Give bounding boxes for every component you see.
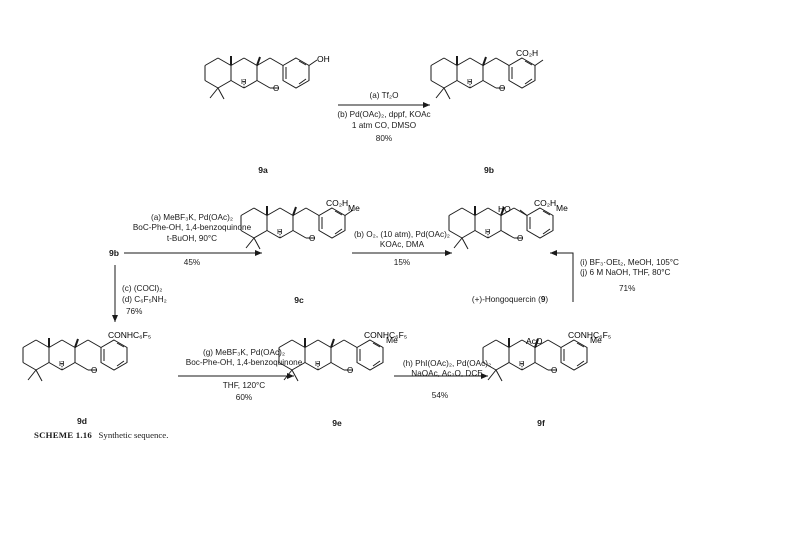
svg-text:O: O <box>551 366 557 375</box>
structure-9d: CONHC₆F₅ O H <box>22 330 151 382</box>
condition-b-line3: t-BuOH, 90°C <box>166 234 218 243</box>
condition-g-line1: (i) BF₃·OEt₂, MeOH, 105°C <box>580 258 679 267</box>
condition-f-line2: NaOAc, Ac₂O, DCE <box>411 369 483 378</box>
substituent-me: Me <box>590 335 602 345</box>
compound-label-9c: 9c <box>294 295 304 305</box>
arrow-9f-to-9 <box>550 250 574 302</box>
condition-c-line1: (b) O₂, (10 atm), Pd(OAc)₂ <box>354 230 450 239</box>
compound-label-9: (+)-Hongoquercin (9) <box>471 295 549 304</box>
structure-9a: OH O H <box>204 54 330 100</box>
substituent-co2h: CO₂H <box>326 198 348 208</box>
svg-text:O: O <box>499 84 505 93</box>
substituent-conhc6f5: CONHC₆F₅ <box>568 330 611 340</box>
structure-9b: CO₂H O H <box>430 48 544 100</box>
scheme-caption: SCHEME 1.16 Synthetic sequence. <box>34 430 168 440</box>
compound-label-9e: 9e <box>332 418 342 428</box>
condition-e-line2: Boc-Phe-OH, 1,4-benzoquinone <box>185 358 303 367</box>
caption-label: SCHEME 1.16 <box>34 430 92 440</box>
condition-e-line3: THF, 120°C <box>222 381 266 390</box>
compound-label-9d: 9d <box>76 416 88 426</box>
compound-label-9f: 9f <box>537 418 545 428</box>
structure-9f: CONHC₆F₅ Me AcO O H <box>482 330 611 382</box>
substituent-co2h: CO₂H <box>534 198 556 208</box>
compound-label-9b: 9b <box>483 165 495 175</box>
condition-d-line1: (c) (COCl)₂ <box>122 284 163 293</box>
condition-c-yield: 15% <box>393 258 411 267</box>
substituent-oh: OH <box>317 54 330 64</box>
substituent-me: Me <box>348 203 360 213</box>
condition-b-line2: BoC-Phe-OH, 1,4-benzoquinone <box>132 223 252 232</box>
svg-text:H: H <box>519 359 524 368</box>
svg-text:O: O <box>309 234 315 243</box>
substituent-conhc6f5: CONHC₆F₅ <box>108 330 151 340</box>
condition-g-line2: (j) 6 M NaOH, THF, 80°C <box>580 268 671 277</box>
substituent-co2h: CO₂H <box>516 48 538 58</box>
condition-f-yield: 54% <box>431 391 449 400</box>
svg-text:O: O <box>91 366 97 375</box>
substituent-me: Me <box>556 203 568 213</box>
svg-text:H: H <box>277 227 282 236</box>
condition-b-line1: (a) MeBF₃K, Pd(OAc)₂ <box>150 213 234 222</box>
structure-9-hongoquercin: CO₂H Me HO O H <box>448 198 568 250</box>
condition-a-line3: 1 atm CO, DMSO <box>351 121 417 130</box>
substituent-me: Me <box>386 335 398 345</box>
condition-e-line1: (g) MeBF₃K, Pd(OAc)₂ <box>202 348 286 357</box>
condition-a-line2: (b) Pd(OAc)₂, dppf, KOAc <box>337 110 431 119</box>
condition-e-yield: 60% <box>235 393 253 402</box>
substituent-aco: AcO <box>526 336 543 346</box>
condition-d-line2: (d) C₆F₅NH₂ <box>122 295 167 304</box>
structure-9e: CONHC₆F₅ Me O H <box>278 330 407 382</box>
caption-text: Synthetic sequence. <box>98 430 169 440</box>
condition-d-yield: 76% <box>126 307 143 316</box>
compound-label-9b-start: 9b <box>108 248 120 258</box>
condition-a-yield: 80% <box>375 134 393 143</box>
substituent-ho: HO <box>498 204 511 214</box>
svg-text:H: H <box>241 77 246 86</box>
condition-b-yield: 45% <box>183 258 201 267</box>
structure-9c: CO₂H Me O H <box>240 198 360 250</box>
svg-text:O: O <box>347 366 353 375</box>
svg-text:O: O <box>517 234 523 243</box>
condition-f-line1: (h) PhI(OAc)₂, Pd(OAc)₂ <box>402 359 492 368</box>
svg-text:H: H <box>485 227 490 236</box>
compound-label-9a: 9a <box>258 165 268 175</box>
svg-text:O: O <box>273 84 279 93</box>
svg-text:H: H <box>315 359 320 368</box>
svg-text:H: H <box>467 77 472 86</box>
svg-text:H: H <box>59 359 64 368</box>
condition-a-line1: (a) Tf₂O <box>369 91 399 100</box>
condition-c-line2: KOAc, DMA <box>379 240 425 249</box>
substituent-conhc6f5: CONHC₆F₅ <box>364 330 407 340</box>
condition-g-yield: 71% <box>619 284 636 293</box>
